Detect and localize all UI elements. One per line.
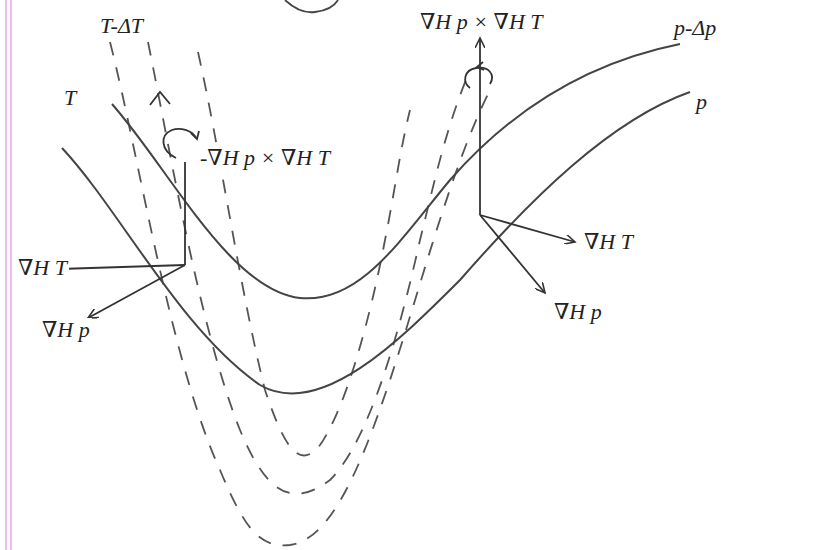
gradient-label: ∇H p [552, 300, 604, 324]
margin-line [10, 0, 12, 550]
gradient-label: ∇H p [40, 318, 92, 342]
left-vectors [28, 92, 199, 318]
right-vectors [465, 38, 575, 293]
isobar-label: p [694, 90, 709, 114]
gradient-label: ∇H T [582, 230, 635, 254]
isobar-label: p-Δp [672, 16, 718, 40]
isotherm-label: T [62, 86, 78, 110]
cross-product-label: ∇H p × ∇H T [418, 10, 545, 34]
isotherm-lines [110, 42, 490, 545]
isotherm-label: T-ΔT [98, 14, 145, 38]
isobar-lines [62, 44, 690, 394]
top-circle [285, 0, 338, 12]
cross-product-label: -∇H p × ∇H T [198, 146, 332, 170]
gradient-label: ∇H T [16, 256, 69, 280]
margin-line [5, 0, 7, 550]
